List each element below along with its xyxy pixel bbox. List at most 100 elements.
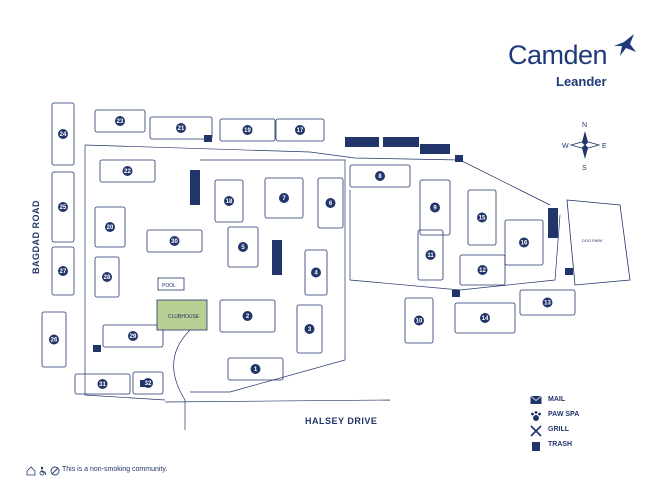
- building-badge: [169, 236, 180, 246]
- building-number-9: 9: [433, 206, 437, 212]
- building-19: [219, 118, 276, 142]
- building-25: [51, 171, 75, 243]
- brand-name: Camden: [508, 40, 608, 70]
- building-12: [459, 254, 506, 286]
- building-1: [227, 357, 284, 381]
- building-17: [275, 118, 325, 142]
- building-number-6: 6: [329, 201, 333, 207]
- building-8: [349, 164, 411, 188]
- legend-label-paw-spa: PAW SPA: [548, 411, 580, 418]
- building-badge: [224, 196, 234, 206]
- building-26: [41, 311, 67, 368]
- trash-icon: [455, 155, 463, 162]
- building-number-14: 14: [482, 316, 489, 322]
- building-20: [94, 206, 126, 248]
- legend: MAIL PAW SPA GRILL TRASH: [530, 395, 630, 455]
- building-badge: [105, 222, 115, 232]
- building-18: [214, 179, 244, 223]
- building-badge: [279, 193, 289, 203]
- building-badge: [102, 272, 112, 282]
- compass-n: N: [582, 122, 587, 129]
- building-badge: [97, 379, 108, 389]
- building-badge: [242, 125, 253, 135]
- equal-housing-icon: [26, 466, 36, 476]
- building-number-15: 15: [479, 216, 486, 222]
- legend-item-paw-spa: PAW SPA: [530, 410, 630, 425]
- non-smoking-note: This is a non-smoking community.: [62, 466, 168, 473]
- building-badge: [414, 315, 424, 326]
- building-badge: [295, 125, 305, 135]
- building-number-13: 13: [544, 301, 551, 307]
- parking-east: [548, 208, 558, 238]
- legend-item-grill: GRILL: [530, 425, 630, 440]
- building-number-11: 11: [427, 253, 434, 259]
- building-5: [227, 226, 259, 268]
- building-number-badges: 1234567891011121314151617181920212223242…: [49, 116, 553, 389]
- building-number-25: 25: [60, 205, 67, 211]
- trash-icon: [452, 290, 460, 297]
- building-number-12: 12: [479, 268, 486, 274]
- paw-spa-icon: [531, 411, 541, 421]
- building-badge: [242, 311, 253, 321]
- grill-icon: [530, 425, 542, 437]
- no-smoking-icon: [50, 466, 60, 476]
- building-10: [404, 297, 434, 344]
- building-badge: [304, 324, 315, 334]
- building-30: [146, 229, 203, 253]
- building-21: [149, 116, 213, 140]
- clubhouse-building: [156, 299, 208, 331]
- building-number-2: 2: [246, 314, 250, 320]
- road-north: [84, 144, 551, 206]
- building-14: [454, 302, 516, 334]
- building-number-18: 18: [226, 199, 233, 205]
- building-22: [99, 159, 156, 183]
- building-number-28: 28: [104, 275, 111, 281]
- building-number-5: 5: [241, 245, 245, 251]
- building-badge: [375, 171, 385, 181]
- building-number-19: 19: [244, 128, 251, 134]
- building-number-26: 26: [51, 338, 58, 344]
- building-3: [296, 304, 323, 354]
- building-29: [102, 324, 164, 348]
- building-number-32: 32: [145, 381, 152, 387]
- road-west: [84, 145, 166, 401]
- building-number-20: 20: [107, 225, 114, 231]
- building-number-21: 21: [178, 126, 185, 132]
- building-badge: [58, 202, 68, 212]
- building-11: [417, 229, 444, 281]
- pool-label: POOL: [162, 283, 176, 289]
- clubhouse-label: CLUBHOUSE: [168, 314, 200, 320]
- parking-center: [272, 240, 282, 275]
- building-badge: [58, 129, 68, 139]
- road-entry: [173, 329, 191, 430]
- building-27: [51, 246, 75, 296]
- parking-west: [190, 170, 200, 205]
- building-badge: [122, 166, 133, 176]
- building-32: [132, 371, 164, 395]
- building-number-31: 31: [99, 382, 106, 388]
- building-4: [304, 249, 328, 296]
- hummingbird-icon: [614, 34, 636, 56]
- parking-north-3: [420, 144, 450, 154]
- building-badge: [430, 202, 440, 213]
- building-7: [264, 177, 304, 219]
- building-badge: [311, 267, 321, 278]
- building-badge: [480, 313, 490, 323]
- building-badge: [325, 198, 336, 208]
- dog-park: [566, 199, 631, 286]
- building-badge: [58, 266, 68, 276]
- pool: [157, 277, 185, 291]
- compass-s: S: [582, 165, 587, 172]
- building-24: [51, 102, 75, 166]
- compass-icon: [569, 131, 601, 159]
- building-badge: [143, 378, 153, 388]
- building-28: [94, 256, 120, 298]
- brand-logo: Camden Leander: [508, 34, 638, 96]
- brand-location: Leander: [556, 74, 607, 89]
- building-15: [467, 189, 497, 246]
- building-6: [317, 177, 344, 229]
- building-31: [74, 373, 131, 395]
- legend-item-trash: TRASH: [530, 440, 630, 455]
- building-number-27: 27: [60, 269, 67, 275]
